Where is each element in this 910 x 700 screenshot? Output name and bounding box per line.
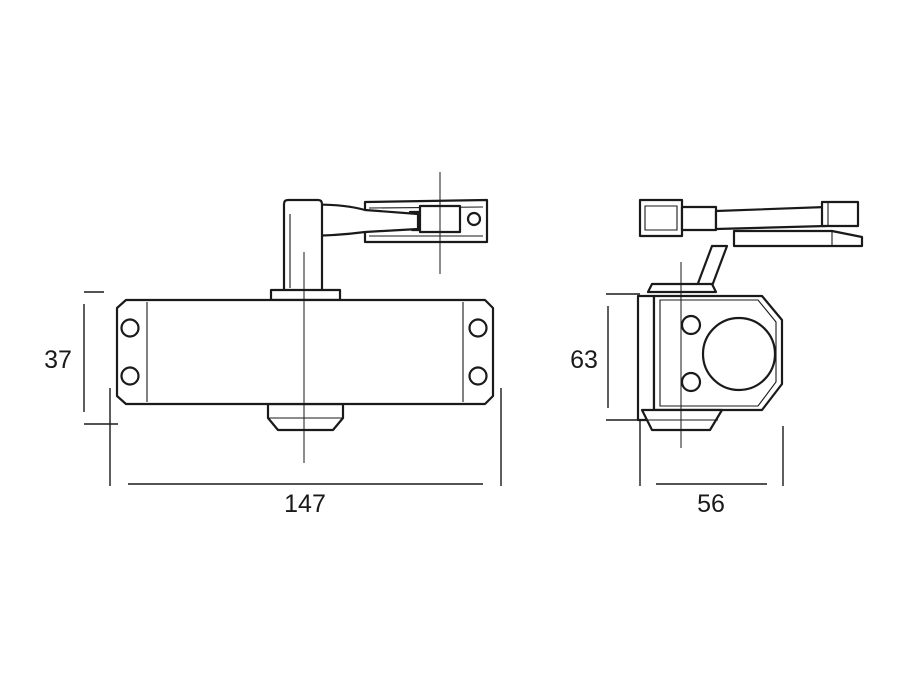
side-view: 63 56 (570, 198, 864, 518)
side-body (636, 294, 784, 432)
side-circles (680, 314, 777, 393)
front-bottom-nut (266, 402, 345, 432)
front-view: 37 147 (44, 172, 502, 518)
front-body (115, 298, 495, 406)
side-arm (638, 198, 864, 288)
front-width-label: 147 (284, 490, 326, 518)
front-width-dimension (109, 388, 502, 486)
front-screw-holes (120, 318, 488, 386)
side-width-dimension (639, 420, 784, 486)
front-height-dimension (83, 291, 118, 425)
side-height-dimension (606, 293, 640, 421)
side-top-plate (646, 282, 718, 294)
front-collar (269, 288, 342, 302)
front-height-label: 37 (44, 346, 72, 374)
side-height-label: 63 (570, 346, 598, 374)
front-pinion-shaft (282, 198, 324, 293)
side-width-label: 56 (697, 490, 725, 518)
